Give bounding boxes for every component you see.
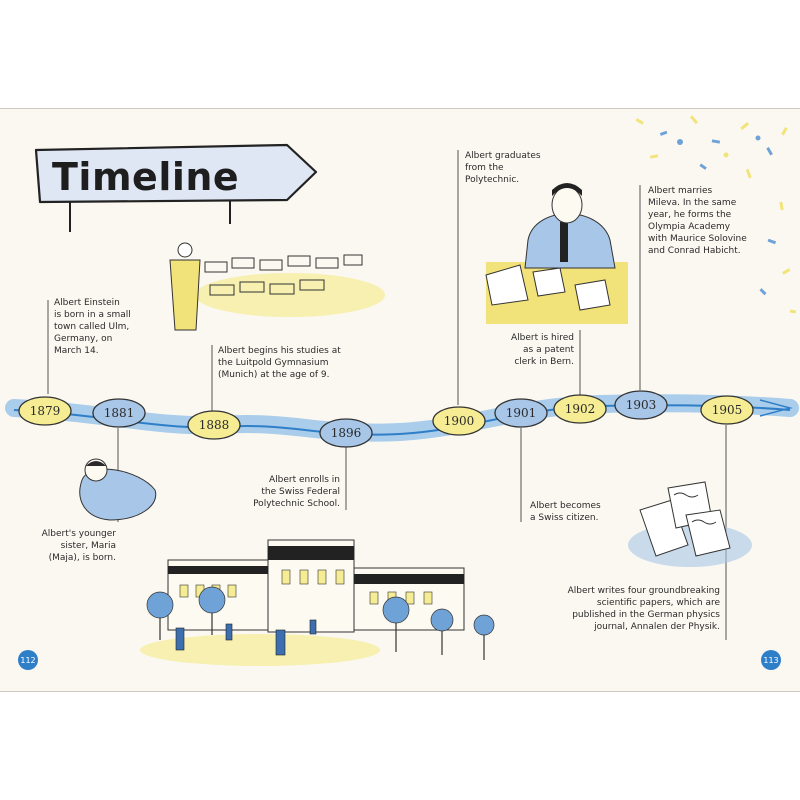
year-bubble-1896: 1896 [319,418,373,448]
svg-text:112: 112 [20,656,35,665]
school-building-illustration [140,539,495,666]
svg-text:1896: 1896 [331,426,362,440]
year-bubble-1905: 1905 [700,395,754,425]
year-bubble-1879: 1879 [18,396,72,426]
year-bubble-1888: 1888 [187,410,241,440]
confetti-decoration [635,115,797,314]
page-number-right: 113 [761,650,781,670]
svg-text:1900: 1900 [444,414,475,428]
year-bubble-1902: 1902 [553,394,607,424]
title-signpost [34,143,318,232]
year-bubble-1903: 1903 [614,390,668,420]
svg-text:1903: 1903 [626,398,657,412]
page-number-left: 112 [18,650,38,670]
svg-text:1881: 1881 [104,406,135,420]
einstein-desk-illustration [485,183,628,324]
year-bubble-1900: 1900 [432,406,486,436]
papers-illustration [628,481,752,567]
page-title: Timeline [52,155,240,199]
baby-illustration [79,458,157,521]
svg-text:1901: 1901 [506,406,537,420]
svg-text:1888: 1888 [199,418,230,432]
connector-lines [47,150,727,640]
svg-text:1905: 1905 [712,403,743,417]
classroom-illustration [169,242,385,331]
year-bubble-1901: 1901 [494,398,548,428]
year-bubble-1881: 1881 [92,398,146,428]
svg-text:113: 113 [763,656,778,665]
svg-text:1879: 1879 [30,404,61,418]
svg-text:1902: 1902 [565,402,596,416]
